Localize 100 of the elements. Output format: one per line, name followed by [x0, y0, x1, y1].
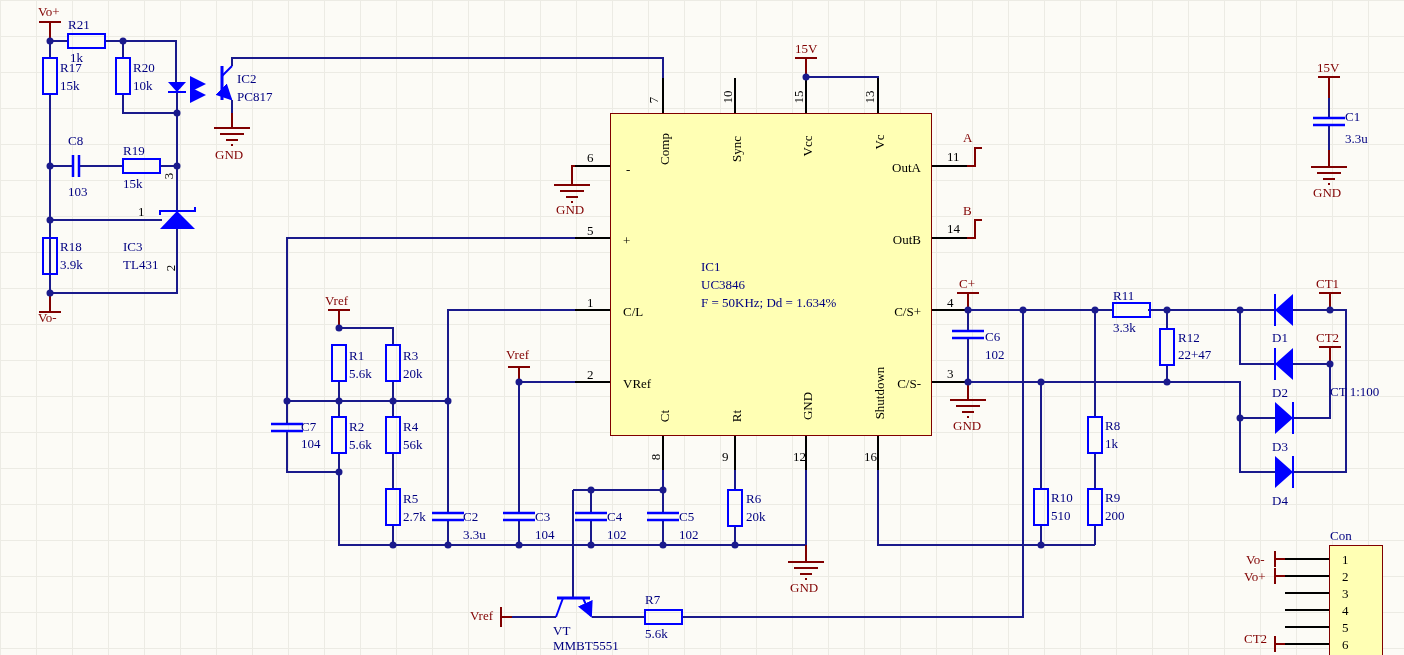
net-label: GND — [1313, 186, 1342, 199]
component-label: 104 — [301, 437, 321, 450]
component-label: 22+47 — [1178, 348, 1212, 361]
component-label: VT — [553, 624, 571, 637]
component-label: D4 — [1272, 494, 1288, 507]
component-label: 10k — [133, 79, 153, 92]
pin-name: Shutdown — [872, 366, 886, 420]
pin-number: 15 — [791, 90, 805, 104]
pin-number: 14 — [947, 222, 960, 235]
pin-number: 1 — [587, 296, 594, 309]
net-label: CT2 — [1316, 331, 1340, 344]
pin-number: 9 — [722, 450, 729, 463]
component-label: R4 — [403, 420, 419, 433]
pin-name: VRef — [623, 376, 652, 390]
pin-name: Ct — [657, 409, 671, 423]
component-label: R7 — [645, 593, 661, 606]
component-label: 3.3u — [463, 528, 486, 541]
net-label: C+ — [959, 277, 975, 290]
component-label: R9 — [1105, 491, 1121, 504]
pin-name: OutB — [892, 232, 921, 246]
chip-label: IC1 — [701, 260, 721, 273]
net-label: Vref — [506, 348, 530, 361]
component-label: IC3 — [123, 240, 143, 253]
net-label: Vo+ — [1244, 570, 1266, 583]
component-label: TL431 — [123, 258, 159, 271]
pin-name: OutA — [892, 160, 921, 174]
net-label: 15V — [1317, 61, 1340, 74]
net-label: Vref — [325, 294, 349, 307]
pin-number: 6 — [587, 151, 594, 164]
net-label: 15V — [795, 42, 818, 55]
component-label: D3 — [1272, 440, 1288, 453]
component-label: 15k — [60, 79, 80, 92]
component-label: 56k — [403, 438, 423, 451]
net-label: GND — [215, 148, 244, 161]
component-label: 102 — [607, 528, 627, 541]
component-label: MMBT5551 — [553, 639, 619, 652]
ic-chip-box — [610, 113, 932, 436]
chip-label: F = 50KHz; Dd = 1.634% — [701, 296, 837, 309]
component-label: 102 — [679, 528, 699, 541]
component-label: R1 — [349, 349, 365, 362]
component-label: IC2 — [237, 72, 257, 85]
component-label: R17 — [60, 61, 82, 74]
pin-number: 16 — [864, 450, 877, 463]
component-label: 3.3k — [1113, 321, 1136, 334]
pin-number: 3 — [161, 172, 175, 180]
net-label: B — [963, 204, 972, 217]
pin-number: 10 — [720, 90, 734, 104]
component-label: D2 — [1272, 386, 1288, 399]
component-label: R18 — [60, 240, 82, 253]
component-label: 103 — [68, 185, 88, 198]
pin-number: 3 — [947, 367, 954, 380]
component-label: 20k — [746, 510, 766, 523]
net-label: Vref — [470, 609, 494, 622]
component-label: C3 — [535, 510, 551, 523]
component-label: R10 — [1051, 491, 1073, 504]
component-label: 510 — [1051, 509, 1071, 522]
chip-label: UC3846 — [701, 278, 746, 291]
component-label: 20k — [403, 367, 423, 380]
component-label: C5 — [679, 510, 695, 523]
component-label: C8 — [68, 134, 84, 147]
pin-number: 4 — [947, 296, 954, 309]
pin-number: 3 — [1342, 587, 1349, 600]
component-label: R21 — [68, 18, 90, 31]
component-label: R8 — [1105, 419, 1121, 432]
pin-name: Sync — [729, 136, 743, 162]
pin-number: 7 — [646, 96, 660, 104]
pin-number: 12 — [793, 450, 806, 463]
component-label: R20 — [133, 61, 155, 74]
net-label: CT1 — [1316, 277, 1340, 290]
pin-name: C/S- — [897, 376, 921, 390]
pin-name: C/S+ — [894, 304, 921, 318]
pin-number: 5 — [1342, 621, 1349, 634]
component-label: PC817 — [237, 90, 273, 103]
net-label: GND — [556, 203, 585, 216]
net-label: Vo- — [1246, 553, 1265, 566]
component-label: C1 — [1345, 110, 1361, 123]
component-label: 2.7k — [403, 510, 426, 523]
connector-label: Con — [1330, 529, 1352, 542]
pin-name: Rt — [729, 409, 743, 423]
pin-number: 11 — [947, 150, 960, 163]
component-label: 3.9k — [60, 258, 83, 271]
component-label: R12 — [1178, 331, 1200, 344]
pin-name: C/L — [623, 304, 644, 318]
component-label: 5.6k — [349, 438, 372, 451]
component-label: 3.3u — [1345, 132, 1368, 145]
pin-name: GND — [800, 391, 814, 421]
component-label: R3 — [403, 349, 419, 362]
component-label: R5 — [403, 492, 419, 505]
net-label: GND — [953, 419, 982, 432]
component-label: 5.6k — [645, 627, 668, 640]
net-label: GND — [790, 581, 819, 594]
component-label: 104 — [535, 528, 555, 541]
component-label: 102 — [985, 348, 1005, 361]
component-label: D1 — [1272, 331, 1288, 344]
pin-number: 5 — [587, 224, 594, 237]
pin-name: Vcc — [800, 135, 814, 157]
pin-name: + — [623, 233, 631, 247]
pin-number: 1 — [138, 205, 145, 218]
component-label: R19 — [123, 144, 145, 157]
component-label: 200 — [1105, 509, 1125, 522]
